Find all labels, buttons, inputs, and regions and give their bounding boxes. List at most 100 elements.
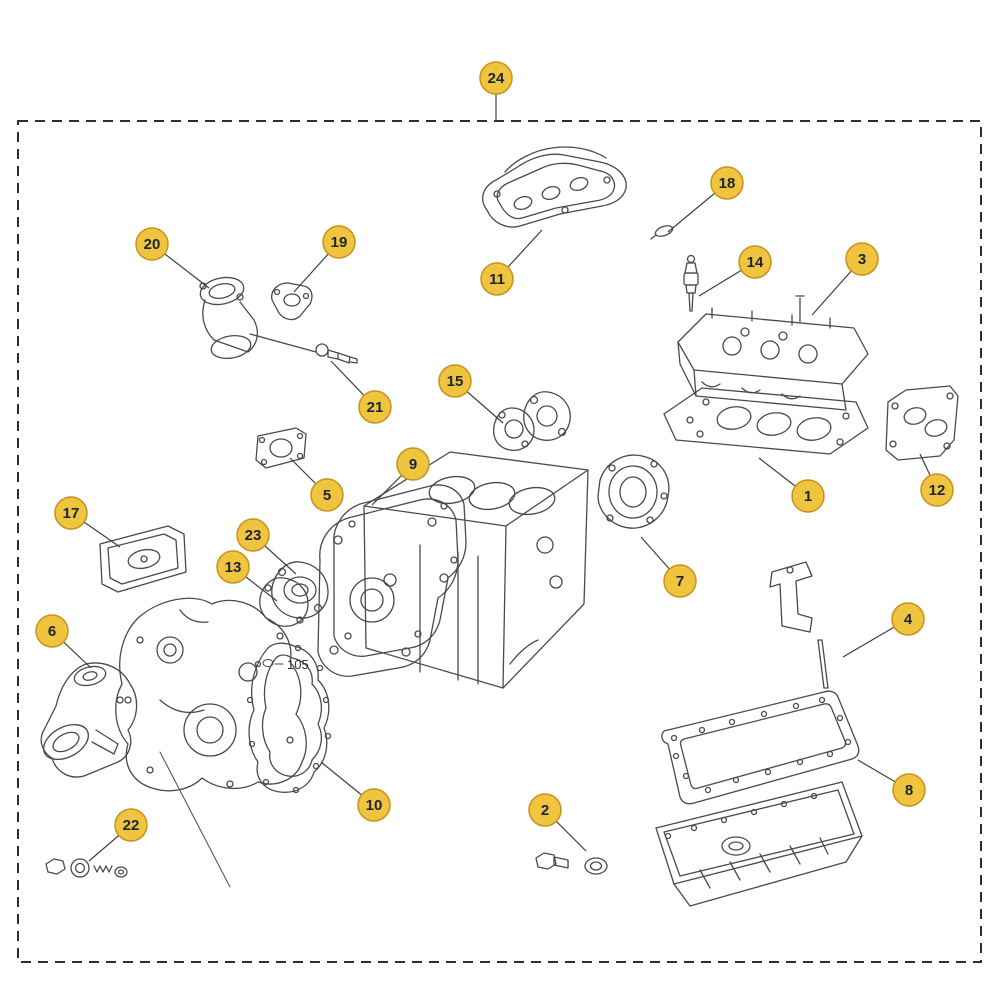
part-water-outlet-gasket (271, 282, 313, 321)
callout-24[interactable]: 24 (479, 61, 513, 95)
callout-circle-3[interactable] (845, 242, 879, 276)
part-oil-pan-gasket (661, 690, 860, 805)
part-front-cover-gasket (259, 577, 309, 627)
callout-circle-7[interactable] (663, 564, 697, 598)
callout-2[interactable]: 2 (528, 793, 562, 827)
callout-number-13: 13 (225, 559, 242, 576)
callout-number-1: 1 (804, 488, 812, 505)
callout-11[interactable]: 11 (480, 262, 514, 296)
part-timing-case (115, 597, 307, 888)
callout-number-9: 9 (409, 456, 417, 473)
callout-circle-2[interactable] (528, 793, 562, 827)
part-front-plate-gasket (333, 484, 467, 657)
callout-number-18: 18 (719, 175, 736, 192)
callout-number-6: 6 (48, 623, 56, 640)
callout-circle-17[interactable] (54, 496, 88, 530)
callout-circle-22[interactable] (114, 808, 148, 842)
callout-number-3: 3 (858, 251, 866, 268)
callout-circle-5[interactable] (310, 478, 344, 512)
callout-number-2: 2 (541, 802, 549, 819)
callout-13[interactable]: 13 (216, 550, 250, 584)
callout-circle-19[interactable] (322, 225, 356, 259)
callout-3[interactable]: 3 (845, 242, 879, 276)
callout-23[interactable]: 23 (236, 518, 270, 552)
callout-circle-11[interactable] (480, 262, 514, 296)
part-exhaust-manifold-gasket (885, 385, 959, 461)
callout-number-23: 23 (245, 527, 262, 544)
callout-1[interactable]: 1 (791, 479, 825, 513)
part-glow-plug (683, 254, 699, 312)
part-temperature-sender (315, 343, 358, 364)
callout-8[interactable]: 8 (892, 773, 926, 807)
part-manifold-gasket (482, 146, 627, 228)
callout-number-19: 19 (331, 234, 348, 251)
part-dipstick-bracket (769, 561, 829, 689)
callout-number-20: 20 (144, 236, 161, 253)
callout-number-12: 12 (929, 482, 946, 499)
callout-circle-20[interactable] (135, 227, 169, 261)
callout-circle-1[interactable] (791, 479, 825, 513)
part-water-outlet (199, 276, 317, 360)
callout-number-7: 7 (676, 573, 684, 590)
callout-22[interactable]: 22 (114, 808, 148, 842)
callout-5[interactable]: 5 (310, 478, 344, 512)
callout-7[interactable]: 7 (663, 564, 697, 598)
part-plug-kit (45, 858, 128, 878)
callout-circle-6[interactable] (35, 614, 69, 648)
part-rear-seal-retainer (597, 454, 670, 529)
callout-12[interactable]: 12 (920, 473, 954, 507)
callout-circle-21[interactable] (358, 390, 392, 424)
callout-circle-14[interactable] (738, 245, 772, 279)
part-drain-plug (535, 852, 608, 875)
callout-number-24: 24 (488, 70, 505, 87)
callout-circle-13[interactable] (216, 550, 250, 584)
callout-circle-18[interactable] (710, 166, 744, 200)
callout-9[interactable]: 9 (396, 447, 430, 481)
callout-circle-15[interactable] (438, 364, 472, 398)
part-side-cover (99, 525, 187, 593)
callout-circle-10[interactable] (357, 788, 391, 822)
callout-10[interactable]: 10 (357, 788, 391, 822)
callout-circle-24[interactable] (479, 61, 513, 95)
part-engine-block (363, 451, 589, 689)
part-side-cover-gasket (255, 427, 307, 469)
callout-number-11: 11 (489, 271, 505, 288)
part-water-pump (40, 662, 138, 778)
part-front-plate (317, 498, 459, 677)
part-pump-mounting-flange (523, 391, 571, 441)
callout-number-4: 4 (904, 611, 913, 628)
callout-number-15: 15 (447, 373, 464, 390)
annotations-layer: 105 (287, 657, 309, 672)
callout-4[interactable]: 4 (891, 602, 925, 636)
part-timing-cover-gasket (246, 642, 332, 794)
diagram-dashed-border (17, 120, 982, 963)
oring-size-marker (262, 659, 284, 667)
callout-circle-23[interactable] (236, 518, 270, 552)
part-head-gasket (663, 387, 869, 455)
callout-number-8: 8 (905, 782, 913, 799)
callout-18[interactable]: 18 (710, 166, 744, 200)
callout-17[interactable]: 17 (54, 496, 88, 530)
callout-21[interactable]: 21 (358, 390, 392, 424)
callout-circle-12[interactable] (920, 473, 954, 507)
part-oil-pan (655, 781, 863, 907)
callout-number-17: 17 (63, 505, 80, 522)
callout-circle-9[interactable] (396, 447, 430, 481)
callout-14[interactable]: 14 (738, 245, 772, 279)
part-inlet-gasket (492, 407, 535, 451)
callout-circle-8[interactable] (892, 773, 926, 807)
part-cylinder-head (677, 295, 869, 411)
callout-number-22: 22 (123, 817, 140, 834)
part-retaining-clip (650, 225, 674, 240)
callout-19[interactable]: 19 (322, 225, 356, 259)
callout-6[interactable]: 6 (35, 614, 69, 648)
callout-number-14: 14 (747, 254, 764, 271)
callout-circle-4[interactable] (891, 602, 925, 636)
callout-20[interactable]: 20 (135, 227, 169, 261)
callout-number-10: 10 (366, 797, 383, 814)
callout-number-21: 21 (367, 399, 384, 416)
callout-15[interactable]: 15 (438, 364, 472, 398)
